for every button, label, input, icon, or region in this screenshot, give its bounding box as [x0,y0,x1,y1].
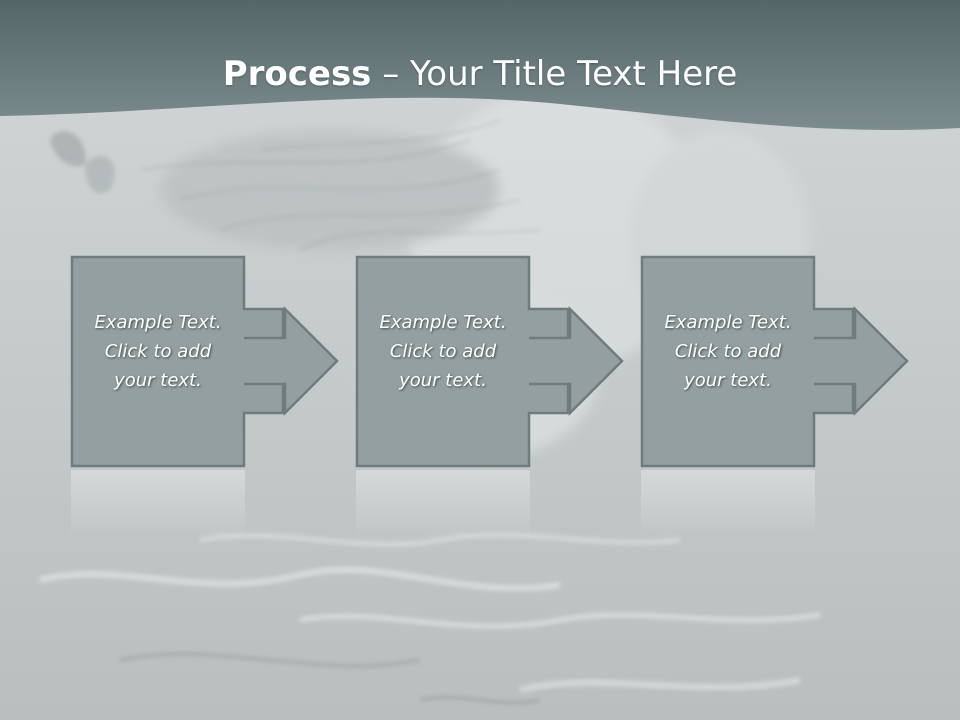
arrow-box-shape [355,255,570,468]
step-line: Example Text. [94,312,222,333]
title-rest: – Your Title Text Here [371,54,738,94]
box-reflection [71,470,245,540]
slide-title[interactable]: Process – Your Title Text Here [0,52,960,96]
step-line: Click to add [389,341,497,362]
arrow-head-shape [529,305,624,417]
box-reflection [356,470,530,540]
step-line: your text. [114,370,202,391]
step-line: Click to add [104,341,212,362]
step-line: your text. [684,370,772,391]
arrow-box-shape [70,255,285,468]
step-text[interactable]: Example Text. Click to add your text. [356,308,530,395]
process-step-1[interactable]: Example Text. Click to add your text. [70,255,341,468]
arrow-head-shape [244,305,339,417]
step-text[interactable]: Example Text. Click to add your text. [641,308,815,395]
process-step-2[interactable]: Example Text. Click to add your text. [355,255,626,468]
step-line: your text. [399,370,487,391]
step-line: Example Text. [664,312,792,333]
process-step-3[interactable]: Example Text. Click to add your text. [640,255,911,468]
box-reflection [641,470,815,540]
arrow-box-shape [640,255,855,468]
arrow-head-shape [814,305,909,417]
step-line: Click to add [674,341,782,362]
step-line: Example Text. [379,312,507,333]
step-text[interactable]: Example Text. Click to add your text. [71,308,245,395]
title-bold: Process [222,54,372,94]
